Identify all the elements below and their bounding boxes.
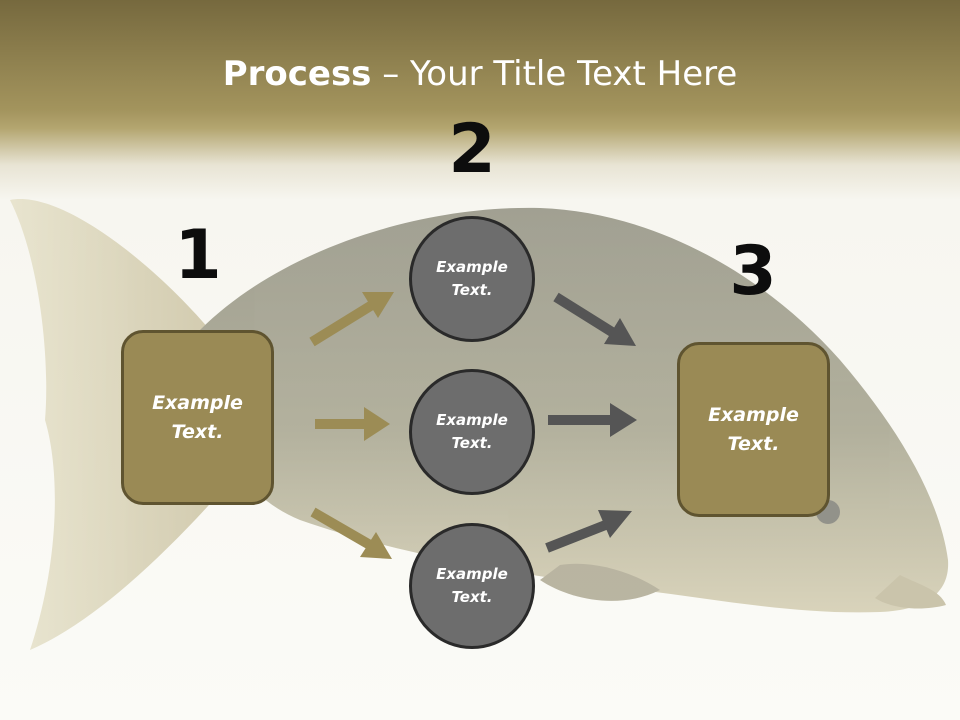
arrow-up-right-gray — [545, 510, 632, 553]
title-rest: – Your Title Text Here — [371, 54, 738, 94]
title-bold: Process — [222, 54, 372, 94]
arrow-down-right-gray — [553, 292, 636, 346]
arrow-right-gray — [548, 403, 637, 437]
step-number-3: 3 — [729, 232, 777, 311]
circle-top-text: Example Text. — [436, 258, 508, 299]
circle-middle: Example Text. — [409, 369, 535, 495]
step-3-box: Example Text. — [677, 342, 830, 517]
circle-top: Example Text. — [409, 216, 535, 342]
gold-arrows — [309, 292, 394, 559]
arrow-up-right — [309, 292, 394, 347]
step-1-box: Example Text. — [121, 330, 274, 505]
circle-bottom: Example Text. — [409, 523, 535, 649]
circle-middle-text: Example Text. — [436, 411, 508, 452]
arrow-down-right — [310, 507, 392, 559]
circle-bottom-text: Example Text. — [436, 565, 508, 606]
step-number-1: 1 — [174, 216, 222, 295]
step-1-text: Example Text. — [152, 391, 243, 443]
fish-mouth — [875, 575, 946, 609]
slide-title: Process – Your Title Text Here — [0, 52, 960, 96]
gray-arrows — [545, 292, 637, 553]
fish-fin — [540, 563, 660, 601]
arrow-right — [315, 407, 390, 441]
step-3-text: Example Text. — [708, 403, 799, 455]
step-number-2: 2 — [448, 110, 496, 189]
